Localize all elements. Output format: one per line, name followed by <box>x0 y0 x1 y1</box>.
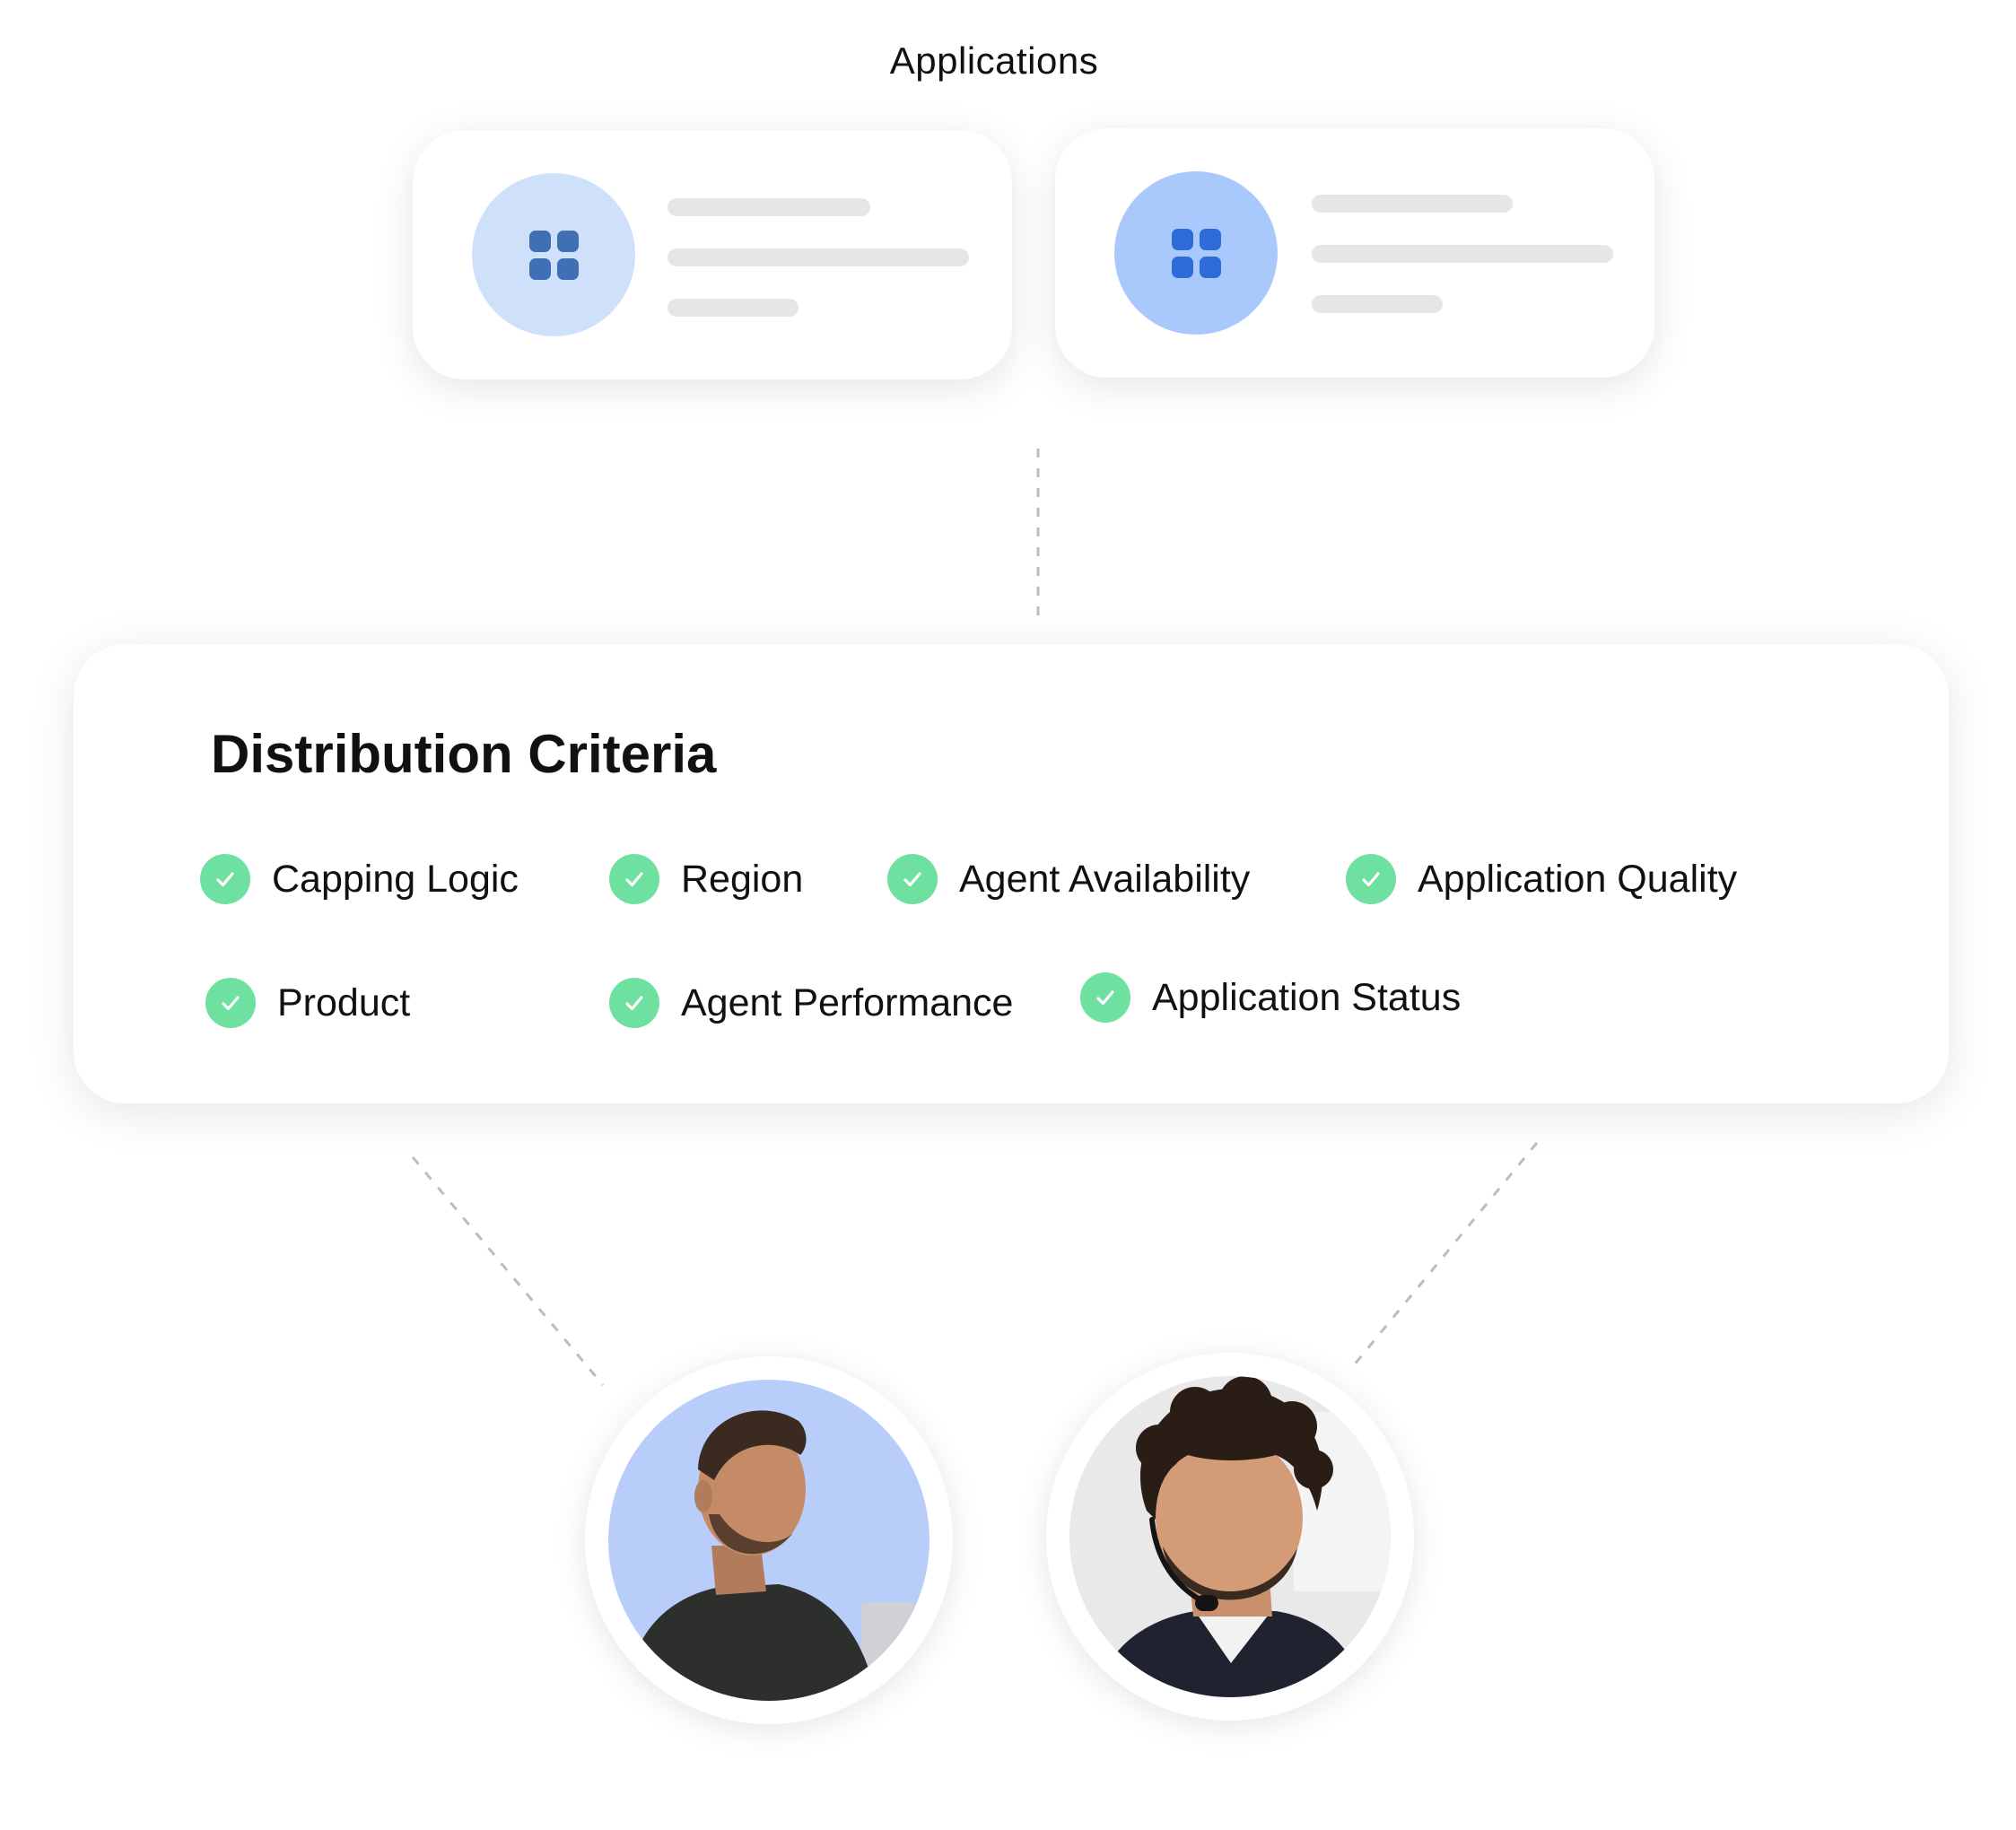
check-circle-icon <box>609 978 659 1028</box>
criteria-label: Agent Availability <box>959 857 1251 901</box>
placeholder-line <box>1312 295 1443 313</box>
criteria-item-application-quality: Application Quality <box>1346 854 1737 904</box>
criteria-item-agent-performance: Agent Performance <box>609 978 1013 1028</box>
placeholder-line <box>1312 195 1513 213</box>
criteria-label: Application Status <box>1152 975 1462 1019</box>
check-circle-icon <box>887 854 938 904</box>
criteria-label: Product <box>277 980 411 1024</box>
check-circle-icon <box>609 854 659 904</box>
placeholder-line <box>668 198 870 216</box>
criteria-item-application-status: Application Status <box>1080 972 1461 1023</box>
criteria-item-region: Region <box>609 854 803 904</box>
check-circle-icon <box>1346 854 1396 904</box>
criteria-label: Agent Performance <box>681 980 1014 1024</box>
connector-criteria-to-agent-2 <box>1348 1142 1539 1372</box>
check-circle-icon <box>200 854 250 904</box>
criteria-item-capping-logic: Capping Logic <box>200 854 519 904</box>
criteria-item-product: Product <box>205 978 410 1028</box>
placeholder-line <box>668 299 799 317</box>
app-grid-icon <box>1171 228 1221 278</box>
criteria-label: Application Quality <box>1418 857 1738 901</box>
criteria-title: Distribution Criteria <box>211 724 717 784</box>
page-title: Applications <box>889 39 1099 82</box>
criteria-item-agent-availability: Agent Availability <box>887 854 1250 904</box>
check-circle-icon <box>205 978 256 1028</box>
criteria-label: Capping Logic <box>272 857 519 901</box>
agent-avatar-1[interactable] <box>585 1356 953 1724</box>
connector-criteria-to-agent-1 <box>411 1156 605 1386</box>
application-card-2[interactable] <box>1055 128 1654 378</box>
agent-avatar-2[interactable] <box>1046 1353 1414 1721</box>
application-icon-circle <box>472 173 635 336</box>
application-icon-circle <box>1114 171 1278 335</box>
placeholder-line <box>668 248 969 266</box>
agent-avatar-photo <box>608 1380 929 1701</box>
distribution-criteria-card <box>74 644 1949 1103</box>
agent-headset-avatar-photo <box>1069 1376 1391 1697</box>
check-circle-icon <box>1080 972 1130 1023</box>
placeholder-line <box>1312 245 1613 263</box>
app-grid-icon <box>528 230 579 280</box>
application-card-1[interactable] <box>413 130 1012 379</box>
criteria-label: Region <box>681 857 804 901</box>
